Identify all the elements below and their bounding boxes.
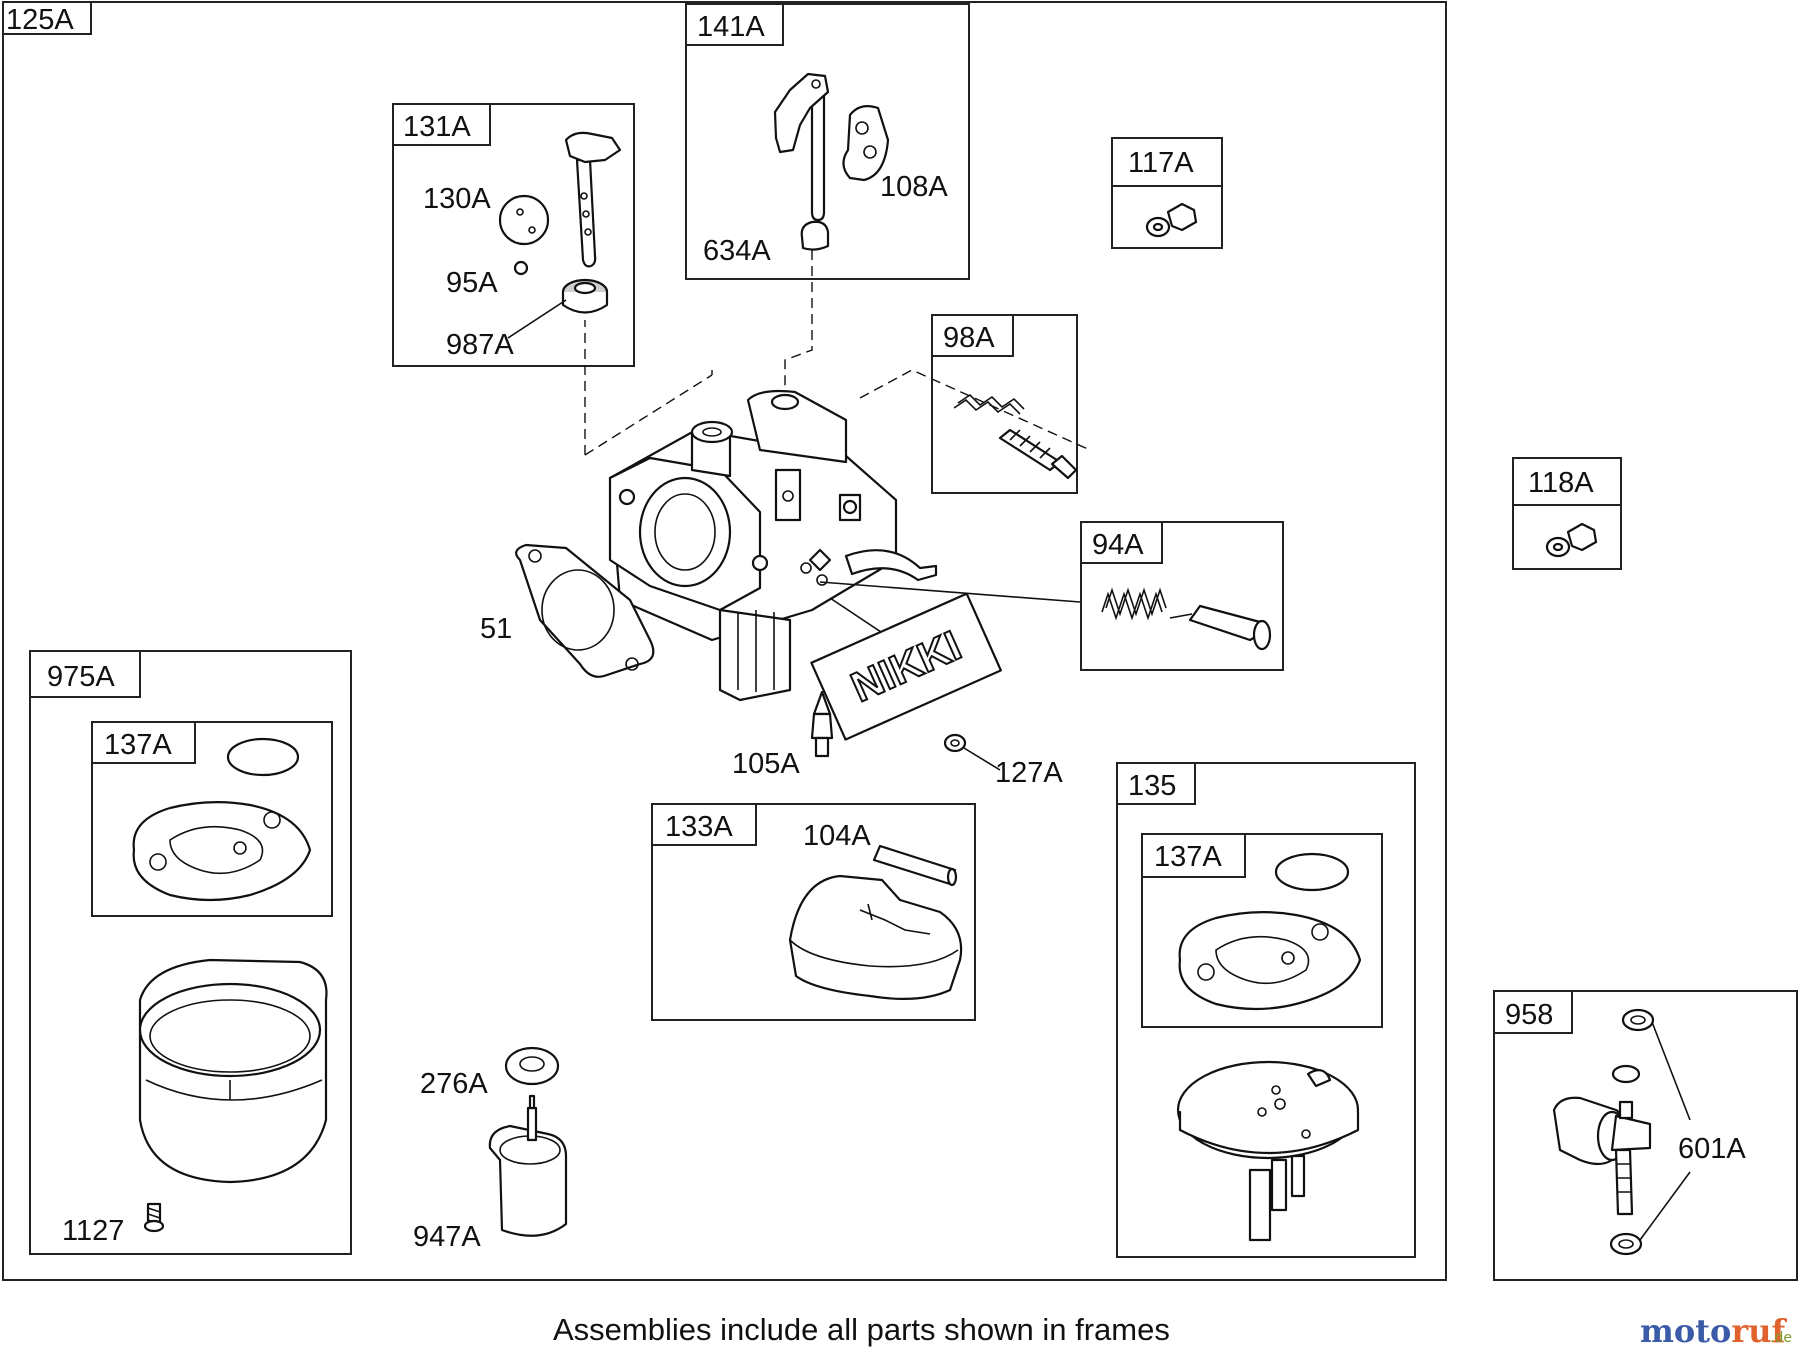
frame-135: 135 — [1116, 762, 1416, 1258]
frame-141A: 141A — [685, 3, 970, 280]
frame-125A: 125A — [2, 1, 1447, 1281]
callout-105A: 105A — [732, 748, 800, 780]
frame-958: 958 — [1493, 990, 1798, 1281]
seal-127A-part — [943, 733, 967, 753]
watermark-suffix: .de — [1770, 1330, 1792, 1346]
callout-127A: 127A — [995, 757, 1063, 789]
frame-133A: 133A — [651, 803, 976, 1021]
frame-label-135: 135 — [1128, 770, 1176, 802]
callout-104A: 104A — [803, 820, 871, 852]
frame-label-975A: 975A — [47, 661, 115, 693]
frame-975A: 975A — [29, 650, 352, 1255]
frame-131A: 131A — [392, 103, 635, 367]
callout-987A: 987A — [446, 329, 514, 361]
callout-1127: 1127 — [62, 1215, 124, 1247]
bowl-plate-135-part — [1176, 1060, 1360, 1242]
footer-note: Assemblies include all parts shown in fr… — [553, 1312, 1170, 1347]
svg-text:motoruf: motoruf — [1640, 1312, 1787, 1350]
frame-label-118A: 118A — [1528, 467, 1594, 499]
watermark-part1: moto — [1640, 1312, 1731, 1350]
frame-118A: 118A — [1512, 457, 1622, 570]
callout-947A: 947A — [413, 1221, 481, 1253]
callout-108A: 108A — [880, 171, 948, 203]
mixture-screw-part — [1101, 587, 1272, 651]
frame-label-137A-left: 137A — [104, 729, 172, 761]
frame-label-958: 958 — [1505, 999, 1553, 1031]
frame-117A: 117A — [1111, 137, 1223, 249]
frame-label-133A: 133A — [665, 811, 733, 843]
frame-94A: 94A — [1080, 521, 1284, 671]
fuel-shutoff-958-part — [1552, 1008, 1691, 1256]
frame-label-98A: 98A — [943, 322, 995, 354]
frame-label-131A: 131A — [403, 111, 471, 143]
needle-105A-part — [810, 690, 834, 758]
nikki-brand-plate: NIKKI — [810, 592, 1002, 741]
carburetor-body — [584, 250, 1091, 702]
callout-601A: 601A — [1678, 1133, 1746, 1165]
bowl-gasket-left-part — [132, 737, 312, 902]
frame-label-141A: 141A — [697, 11, 765, 43]
frame-137A-right: 137A — [1141, 833, 1383, 1028]
callout-276A: 276A — [420, 1068, 488, 1100]
screw-117A-part — [1145, 202, 1198, 238]
frame-label-137A-right: 137A — [1154, 841, 1222, 873]
idle-screw-part — [953, 393, 1078, 480]
frame-98A: 98A — [931, 314, 1078, 494]
throttle-shaft-part — [498, 131, 622, 314]
callout-51: 51 — [480, 613, 512, 645]
frame-label-125A: 125A — [6, 4, 74, 36]
screw-118A-part — [1545, 522, 1598, 558]
float-133A-part — [788, 844, 963, 1000]
frame-137A-left: 137A — [91, 721, 333, 917]
callout-130A: 130A — [423, 183, 491, 215]
callout-95A: 95A — [446, 267, 498, 299]
washer-276A-part — [504, 1046, 560, 1086]
gasket-51-part — [515, 543, 655, 678]
bowl-gasket-right-part — [1178, 852, 1362, 1011]
frame-label-94A: 94A — [1092, 529, 1144, 561]
solenoid-947A-part — [488, 1094, 568, 1237]
watermark-logo: motoruf .de — [1640, 1312, 1792, 1350]
watermark-part2: ruf — [1731, 1312, 1787, 1350]
float-bowl-975A-part — [138, 958, 328, 1233]
frame-label-117A: 117A — [1128, 147, 1194, 179]
choke-shaft-part — [773, 72, 890, 251]
callout-634A: 634A — [703, 235, 771, 267]
